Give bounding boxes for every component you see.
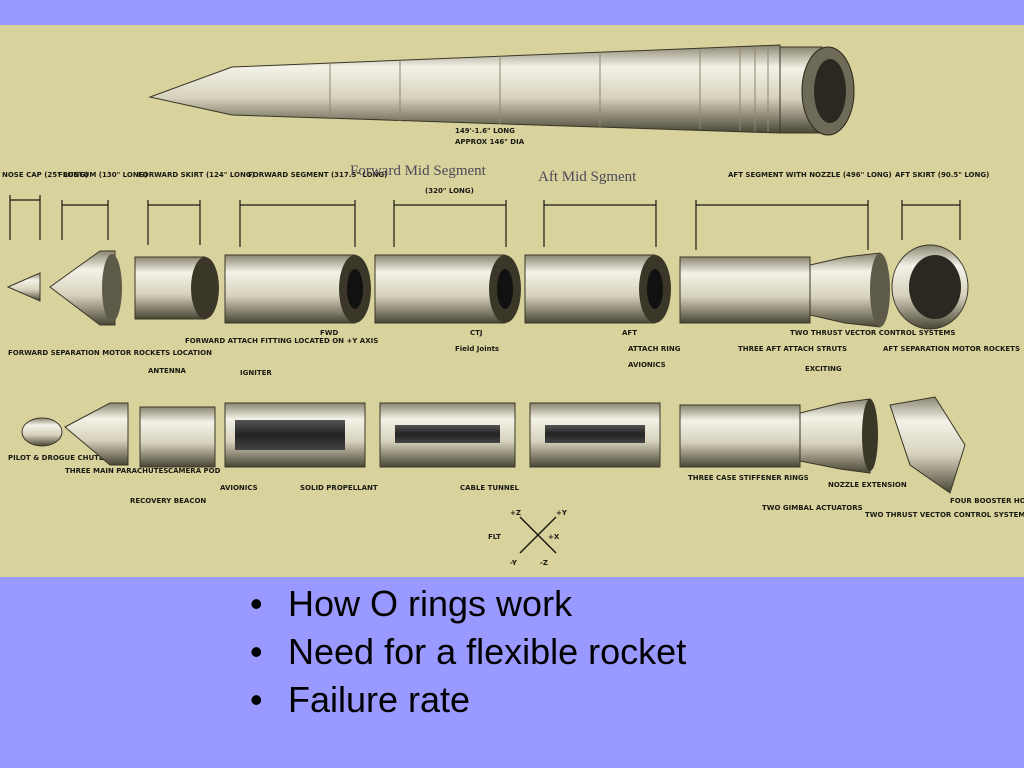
svg-text:EXCITING: EXCITING [805, 365, 842, 373]
svg-text:FRUSTUM (130" LONG): FRUSTUM (130" LONG) [58, 171, 148, 179]
dimension-labels: NOSE CAP (25" LONG) FRUSTUM (130" LONG) … [2, 171, 989, 195]
overall-length-label: 149'-1.6" LONG [455, 127, 515, 135]
svg-text:CTJ: CTJ [470, 329, 483, 337]
svg-text:PILOT & DROGUE CHUTE: PILOT & DROGUE CHUTE [8, 454, 104, 462]
svg-text:AFT SEPARATION MOTOR ROCKETS: AFT SEPARATION MOTOR ROCKETS [883, 345, 1020, 353]
bullet-text: How O rings work [288, 583, 573, 624]
svg-text:ATTACH RING: ATTACH RING [628, 345, 681, 353]
svg-text:+Y: +Y [556, 509, 568, 517]
svg-text:CABLE TUNNEL: CABLE TUNNEL [460, 484, 520, 492]
svg-text:NOSE CAP (25" LONG): NOSE CAP (25" LONG) [2, 171, 88, 179]
bullet-item: • How O rings work [250, 580, 686, 628]
srb-exploded-diagram: 149'-1.6" LONG APPROX 146" DIA NOSE CAP … [0, 25, 1024, 577]
svg-text:FWD: FWD [320, 329, 339, 337]
svg-text:IGNITER: IGNITER [240, 369, 272, 377]
svg-text:AFT: AFT [622, 329, 637, 337]
svg-text:AFT SEGMENT WITH NOZZLE (496": AFT SEGMENT WITH NOZZLE (496" LONG) [728, 171, 892, 179]
svg-text:+X: +X [548, 533, 560, 541]
svg-text:FLT: FLT [488, 533, 501, 541]
svg-text:ANTENNA: ANTENNA [148, 367, 187, 375]
forward-mid-segment-label: Forward Mid Segment [350, 163, 487, 179]
svg-text:THREE MAIN PARACHUTES: THREE MAIN PARACHUTES [65, 467, 168, 475]
svg-text:RECOVERY BEACON: RECOVERY BEACON [130, 497, 206, 505]
svg-text:FORWARD SEPARATION MOTOR ROCKE: FORWARD SEPARATION MOTOR ROCKETS LOCATIO… [8, 349, 212, 357]
svg-text:CAMERA POD: CAMERA POD [168, 467, 221, 475]
bullet-icon: • [250, 679, 263, 720]
svg-text:Field Joints: Field Joints [455, 345, 499, 353]
axis-indicator: +Z +Y FLT +X -Y -Z [488, 509, 568, 567]
svg-text:AVIONICS: AVIONICS [628, 361, 666, 369]
overall-diameter-label: APPROX 146" DIA [455, 138, 525, 146]
svg-text:TWO THRUST VECTOR CONTROL SYST: TWO THRUST VECTOR CONTROL SYSTEMS (TVC) [865, 511, 1024, 519]
svg-text:THREE CASE STIFFENER RINGS: THREE CASE STIFFENER RINGS [688, 474, 809, 482]
bullet-icon: • [250, 631, 263, 672]
svg-text:TWO THRUST VECTOR CONTROL SYST: TWO THRUST VECTOR CONTROL SYSTEMS [790, 329, 955, 337]
svg-text:-Z: -Z [540, 559, 548, 567]
dimension-brackets [9, 195, 961, 250]
svg-text:AVIONICS: AVIONICS [220, 484, 258, 492]
svg-text:NOZZLE EXTENSION: NOZZLE EXTENSION [828, 481, 907, 489]
bullet-list: • How O rings work • Need for a flexible r… [250, 580, 686, 724]
svg-text:SOLID PROPELLANT: SOLID PROPELLANT [300, 484, 378, 492]
svg-text:FORWARD ATTACH FITTING LOCATED: FORWARD ATTACH FITTING LOCATED ON +Y AXI… [185, 337, 378, 345]
aft-mid-segment-label: Aft Mid Sgment [538, 169, 637, 185]
svg-text:FORWARD SKIRT (124" LONG): FORWARD SKIRT (124" LONG) [138, 171, 255, 179]
bullet-icon: • [250, 583, 263, 624]
bullet-item: • Need for a flexible rocket [250, 628, 686, 676]
svg-text:-Y: -Y [510, 559, 518, 567]
bullet-text: Need for a flexible rocket [288, 631, 687, 672]
svg-text:+Z: +Z [510, 509, 521, 517]
svg-text:FORWARD SEGMENT (317.5" LONG): FORWARD SEGMENT (317.5" LONG) [248, 171, 387, 179]
svg-text:(320" LONG): (320" LONG) [425, 187, 474, 195]
svg-text:AFT SKIRT (90.5" LONG): AFT SKIRT (90.5" LONG) [895, 171, 989, 179]
svg-text:THREE AFT ATTACH STRUTS: THREE AFT ATTACH STRUTS [738, 345, 847, 353]
assembled-rocket [148, 44, 855, 136]
lower-row-labels: FORWARD SEPARATION MOTOR ROCKETS LOCATIO… [8, 337, 1024, 519]
svg-text:TWO GIMBAL ACTUATORS: TWO GIMBAL ACTUATORS [762, 504, 863, 512]
middle-row-segments [6, 244, 969, 330]
bullet-text: Failure rate [288, 679, 471, 720]
bullet-item: • Failure rate [250, 676, 686, 724]
lower-row-cutaways [21, 396, 966, 494]
svg-text:FOUR BOOSTER HOLDDOWN POSTS: FOUR BOOSTER HOLDDOWN POSTS [950, 497, 1024, 505]
middle-row-labels: FWD CTJ Field Joints AFT TWO THRUST VECT… [320, 329, 955, 353]
